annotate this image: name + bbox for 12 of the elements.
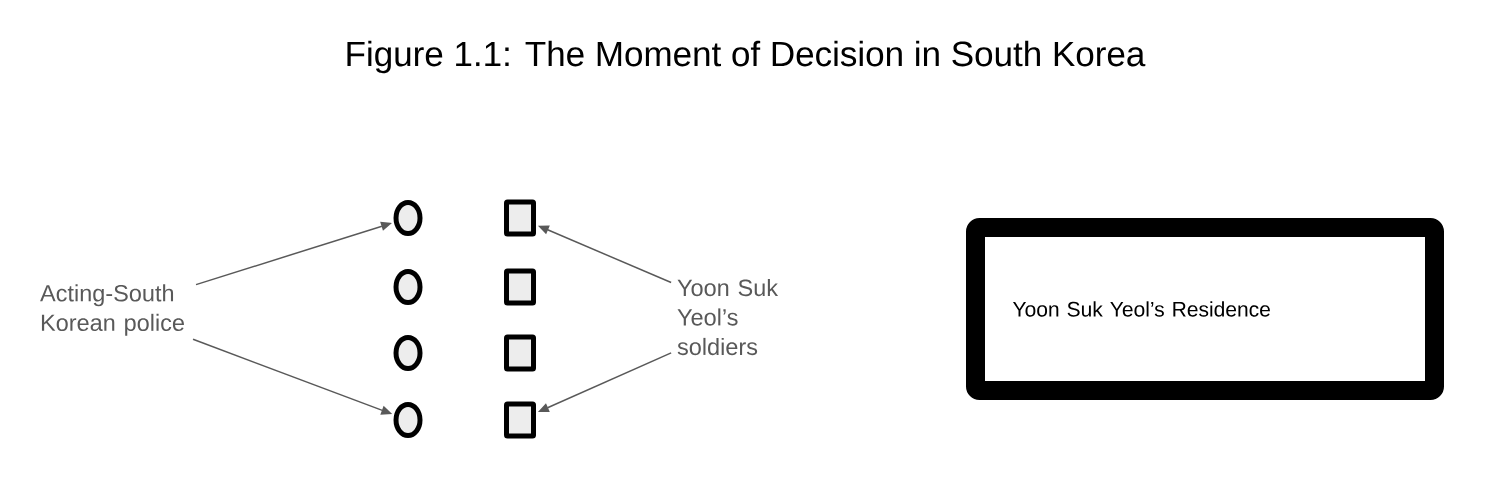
- group-label: Acting-South Korean police: [40, 284, 184, 336]
- square-marker: [504, 334, 536, 372]
- residence-box: Yoon Suk Yeol’s Residence: [966, 218, 1444, 400]
- circle-marker: [393, 200, 423, 236]
- group-label: Yoon Suk Yeol’s soldiers: [677, 278, 779, 356]
- figure-title: Figure 1.1: The Moment of Decision in South Korea: [347, 40, 1146, 74]
- square-marker: [504, 199, 536, 237]
- circle-marker: [393, 402, 423, 438]
- circle-marker: [393, 269, 423, 305]
- square-marker: [504, 268, 536, 306]
- circle-marker: [393, 335, 423, 371]
- square-marker: [504, 401, 536, 439]
